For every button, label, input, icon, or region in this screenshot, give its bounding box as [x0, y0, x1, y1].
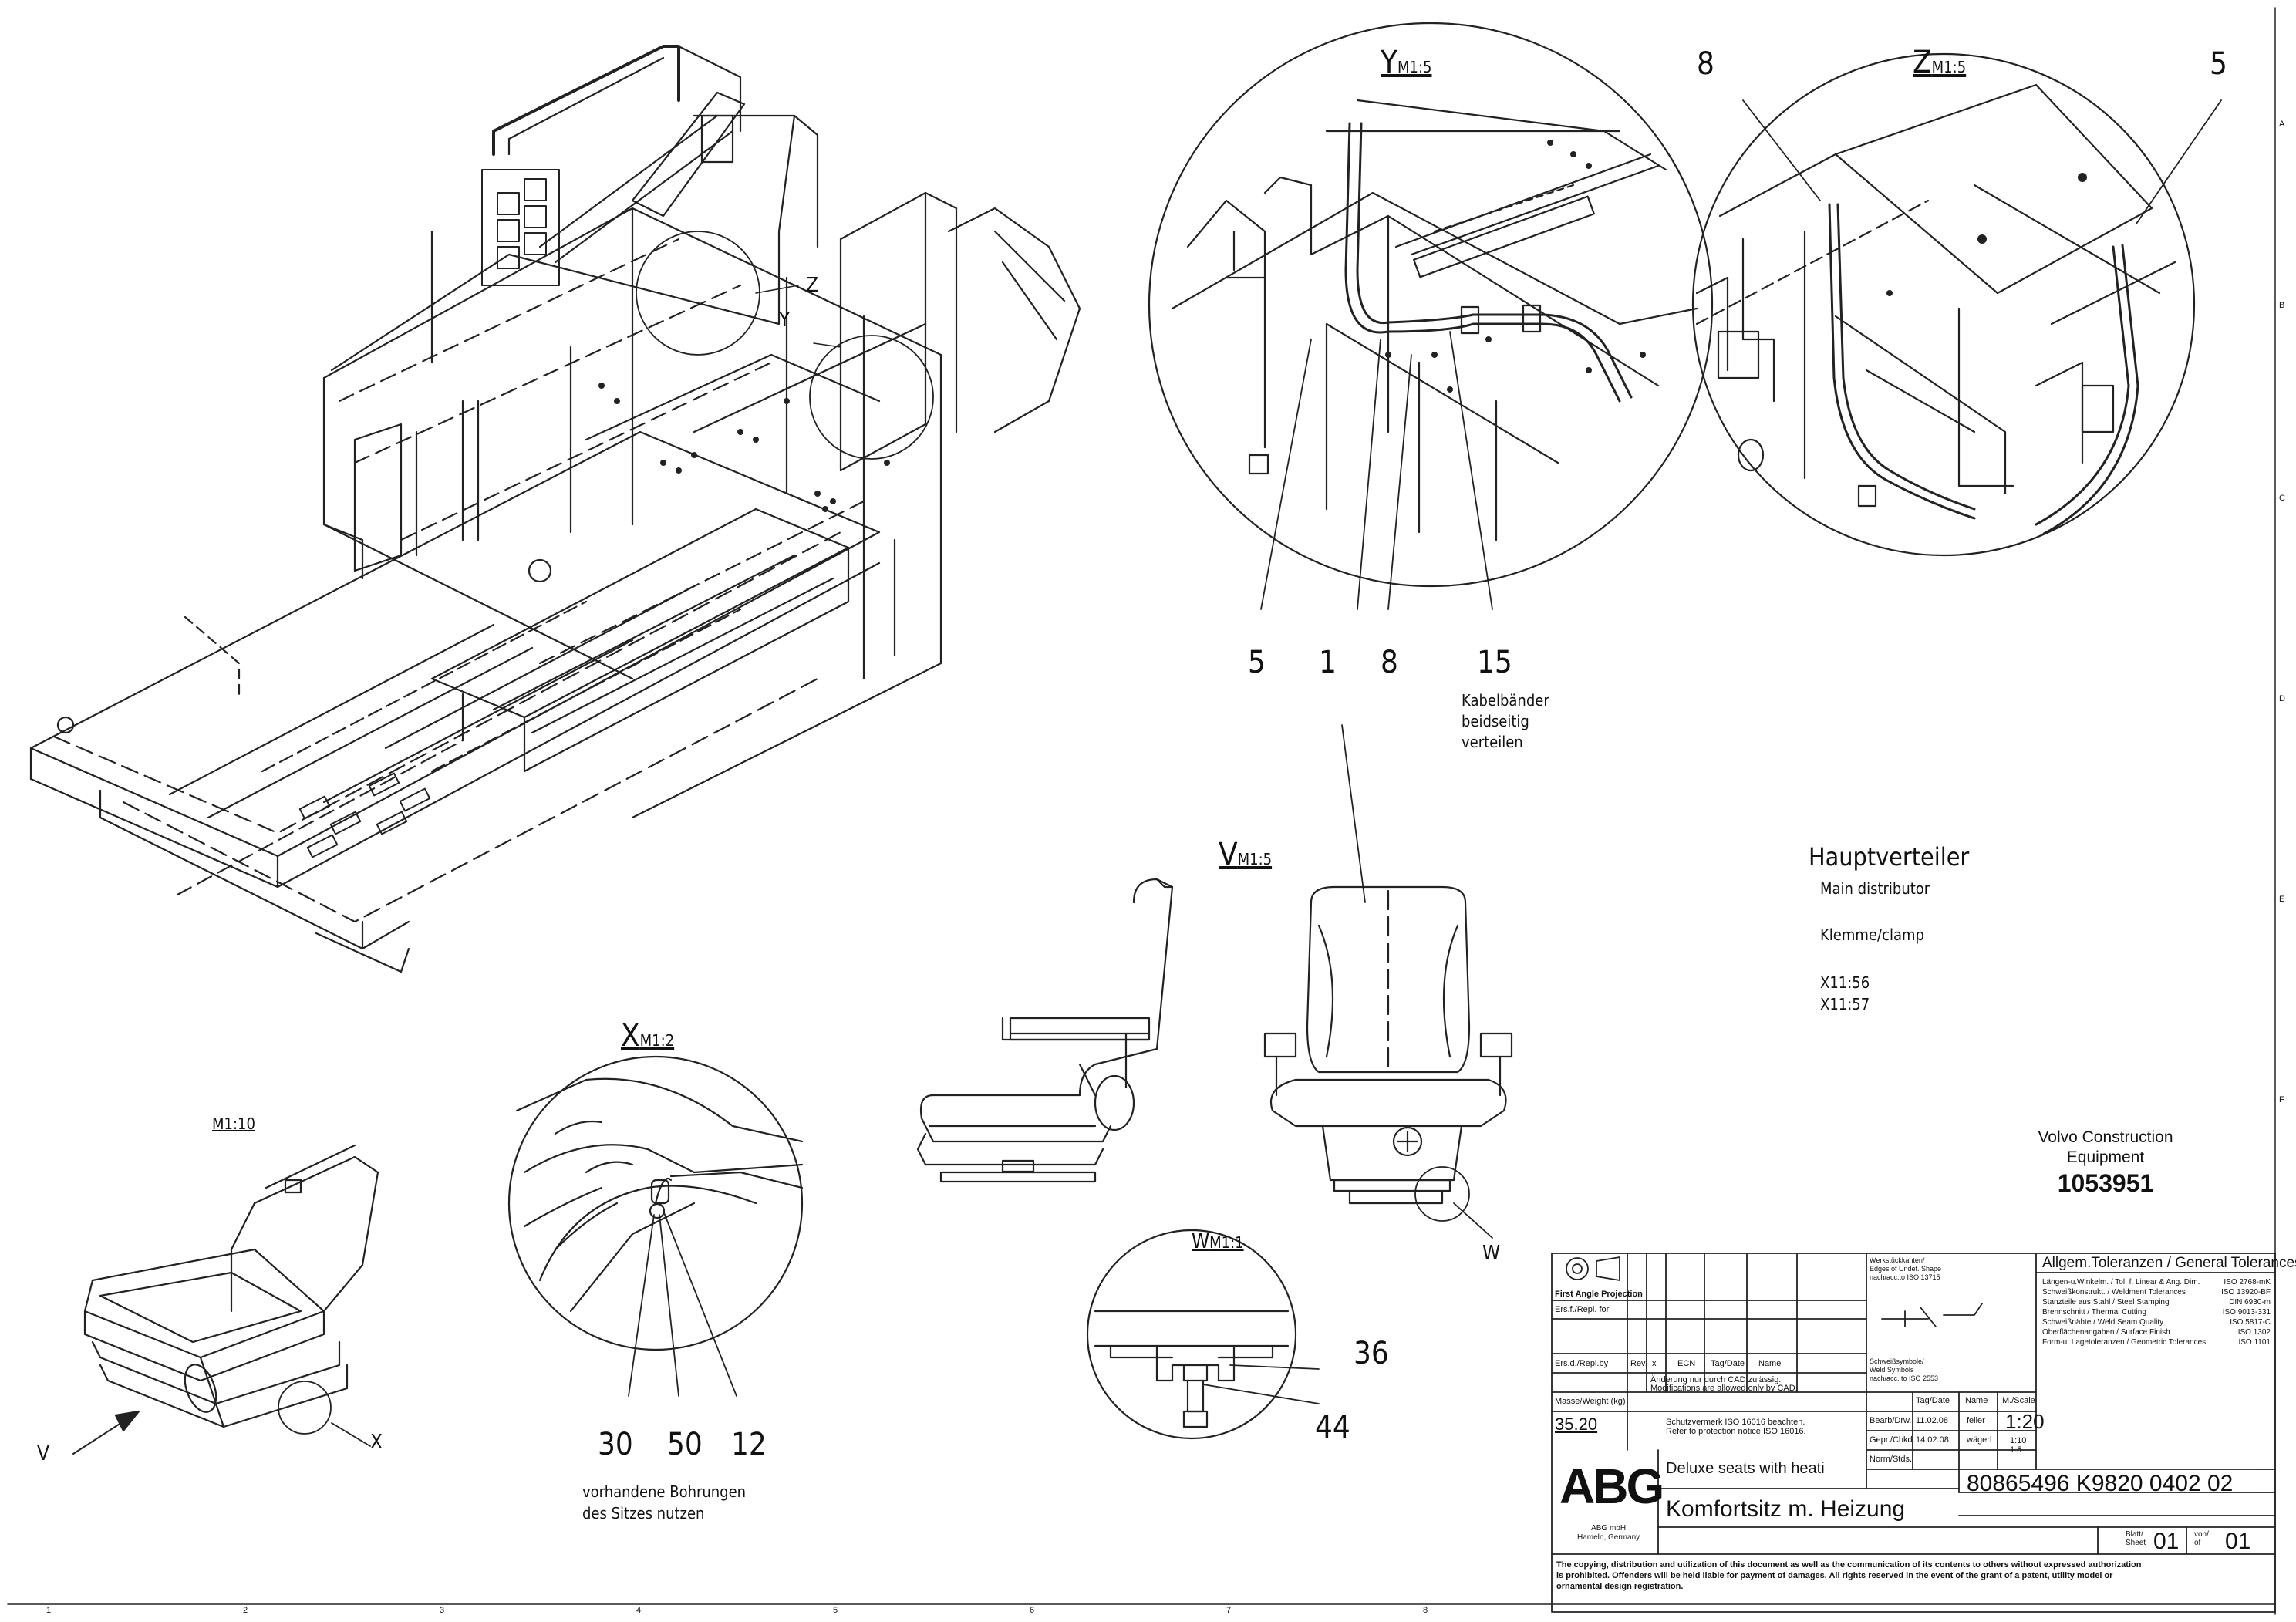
callout-main-y: Y: [779, 309, 791, 332]
callout-x-50: 50: [667, 1427, 703, 1462]
copyright-note: The copying, distribution and utilizatio…: [1556, 1560, 2142, 1591]
of-label: von/ of: [2194, 1530, 2209, 1547]
callout-z-5: 5: [2210, 46, 2227, 82]
arrow-v-label: V: [37, 1442, 49, 1465]
callout-y-15: 15: [1477, 645, 1512, 680]
clamp-label: Klemme/clamp: [1820, 926, 1924, 944]
callout-z-8: 8: [1697, 46, 1714, 82]
weight-label: Masse/Weight (kg): [1555, 1397, 1626, 1406]
distributor-subtitle: Main distributor: [1820, 879, 1930, 898]
callout-w-36: 36: [1354, 1336, 1389, 1371]
col-name-label: Name: [1965, 1396, 1988, 1405]
terminal-list: X11:56 X11:57: [1820, 973, 1870, 1013]
detail-z-drawing: [1691, 52, 2222, 557]
weight-value: 35.20: [1555, 1415, 1598, 1434]
drawn-date: 11.02.08: [1916, 1416, 1949, 1425]
grid-col-2: 2: [243, 1606, 248, 1615]
view-v-drawing: [916, 724, 1513, 1239]
grid-col-3: 3: [440, 1606, 445, 1615]
callout-y-8: 8: [1381, 645, 1398, 680]
weld-note: Schweißsymbole/ Weld Symbols nach/acc. t…: [1870, 1357, 1939, 1382]
grid-row-d: D: [2279, 694, 2285, 703]
cable-tie-note: Kabelbänder beidseitig verteilen: [1462, 691, 1549, 751]
callout-x-12: 12: [731, 1427, 767, 1462]
cad-note: Änderung nur durch CAD zulässig. Modific…: [1650, 1375, 1798, 1393]
replaced-for-label: Ers.f./Repl. for: [1555, 1305, 1610, 1314]
view-x-label: XM1:2: [621, 1018, 675, 1054]
scale-label: M./Scale: [2002, 1396, 2035, 1405]
grid-col-4: 4: [636, 1606, 642, 1615]
grid-col-5: 5: [833, 1606, 838, 1615]
view-y-label: YM1:5: [1381, 45, 1432, 80]
drawn-label: Bearb/Drw.: [1870, 1416, 1912, 1425]
main-frame-drawing: [29, 45, 1081, 973]
ecn-col: ECN: [1677, 1359, 1696, 1368]
rev-col: Rev.: [1630, 1359, 1647, 1368]
projection-label: First Angle Projection: [1555, 1290, 1643, 1299]
grid-row-a: A: [2279, 120, 2285, 129]
drawing-number: 80865496 K9820 0402 02: [1967, 1471, 2234, 1496]
description-de: Komfortsitz m. Heizung: [1666, 1496, 1906, 1522]
arrow-x-label: X: [370, 1431, 383, 1454]
protection-note: Schutzvermerk ISO 16016 beachten. Refer …: [1666, 1418, 1806, 1436]
grid-col-6: 6: [1030, 1606, 1035, 1615]
grid-row-c: C: [2279, 494, 2285, 503]
arrow-w-label: W: [1482, 1242, 1501, 1265]
detail-w-drawing: [1086, 1229, 1320, 1440]
view-w-label: WM1:1: [1192, 1230, 1244, 1253]
company-logo: ABG: [1559, 1458, 1664, 1514]
drawn-name: feller: [1967, 1416, 1985, 1425]
detail-x-drawing: [507, 1055, 804, 1397]
callout-w-44: 44: [1315, 1410, 1350, 1445]
grid-col-8: 8: [1423, 1606, 1428, 1615]
edge-note: Werkstückkanten/ Edges of Undef. Shape n…: [1870, 1256, 1942, 1281]
tolerance-header: Allgem.Toleranzen / General Tolerances: [2042, 1255, 2296, 1271]
callout-main-z: Z: [806, 274, 819, 297]
standards-label: Norm/Stds.: [1870, 1455, 1913, 1464]
grid-row-b: B: [2279, 301, 2285, 310]
checked-name: wägerl: [1967, 1435, 1992, 1445]
sheet-number: 01: [2153, 1529, 2180, 1554]
distributor-title: Hauptverteiler: [1809, 842, 1970, 872]
x-col: x: [1652, 1359, 1657, 1368]
grid-row-f: F: [2279, 1095, 2284, 1104]
scale-main: 1:20: [2005, 1410, 2045, 1433]
scale-sub: 1:10 1:5: [2010, 1436, 2027, 1455]
name-col: Name: [1758, 1359, 1782, 1368]
description-en: Deluxe seats with heati: [1666, 1460, 1825, 1477]
iso-seat-drawing: [72, 1144, 379, 1455]
company-block: Volvo Construction Equipment 1053951: [2028, 1128, 2183, 1199]
iso-scale-label: M1:10: [212, 1114, 255, 1133]
callout-y-1: 1: [1319, 645, 1337, 680]
title-block-frame: [1551, 1253, 2276, 1613]
sheet-label: Blatt/ Sheet: [2126, 1530, 2146, 1547]
total-sheets: 01: [2225, 1529, 2251, 1554]
replaced-by-label: Ers.d./Repl.by: [1555, 1359, 1609, 1368]
checked-label: Gepr./Chkd.: [1870, 1435, 1915, 1445]
tolerance-list: Längen-u.Winkelm. / Tol. f. Linear & Ang…: [2042, 1278, 2271, 1347]
view-z-label: ZM1:5: [1913, 45, 1967, 80]
view-v-label: VM1:5: [1219, 837, 1273, 872]
checked-date: 14.02.08: [1916, 1435, 1949, 1445]
callout-y-5: 5: [1248, 645, 1266, 680]
col-date-label: Tag/Date: [1916, 1396, 1950, 1405]
company-number: 1053951: [2057, 1169, 2154, 1197]
holes-note: vorhandene Bohrungen des Sitzes nutzen: [582, 1482, 747, 1523]
grid-row-e: E: [2279, 895, 2285, 904]
grid-col-1: 1: [46, 1606, 52, 1615]
grid-col-7: 7: [1226, 1606, 1232, 1615]
date-col: Tag/Date: [1711, 1359, 1745, 1368]
detail-y-drawing: [1148, 22, 1714, 610]
company-address: ABG mbH Hameln, Germany: [1577, 1524, 1640, 1542]
callout-x-30: 30: [598, 1427, 633, 1462]
